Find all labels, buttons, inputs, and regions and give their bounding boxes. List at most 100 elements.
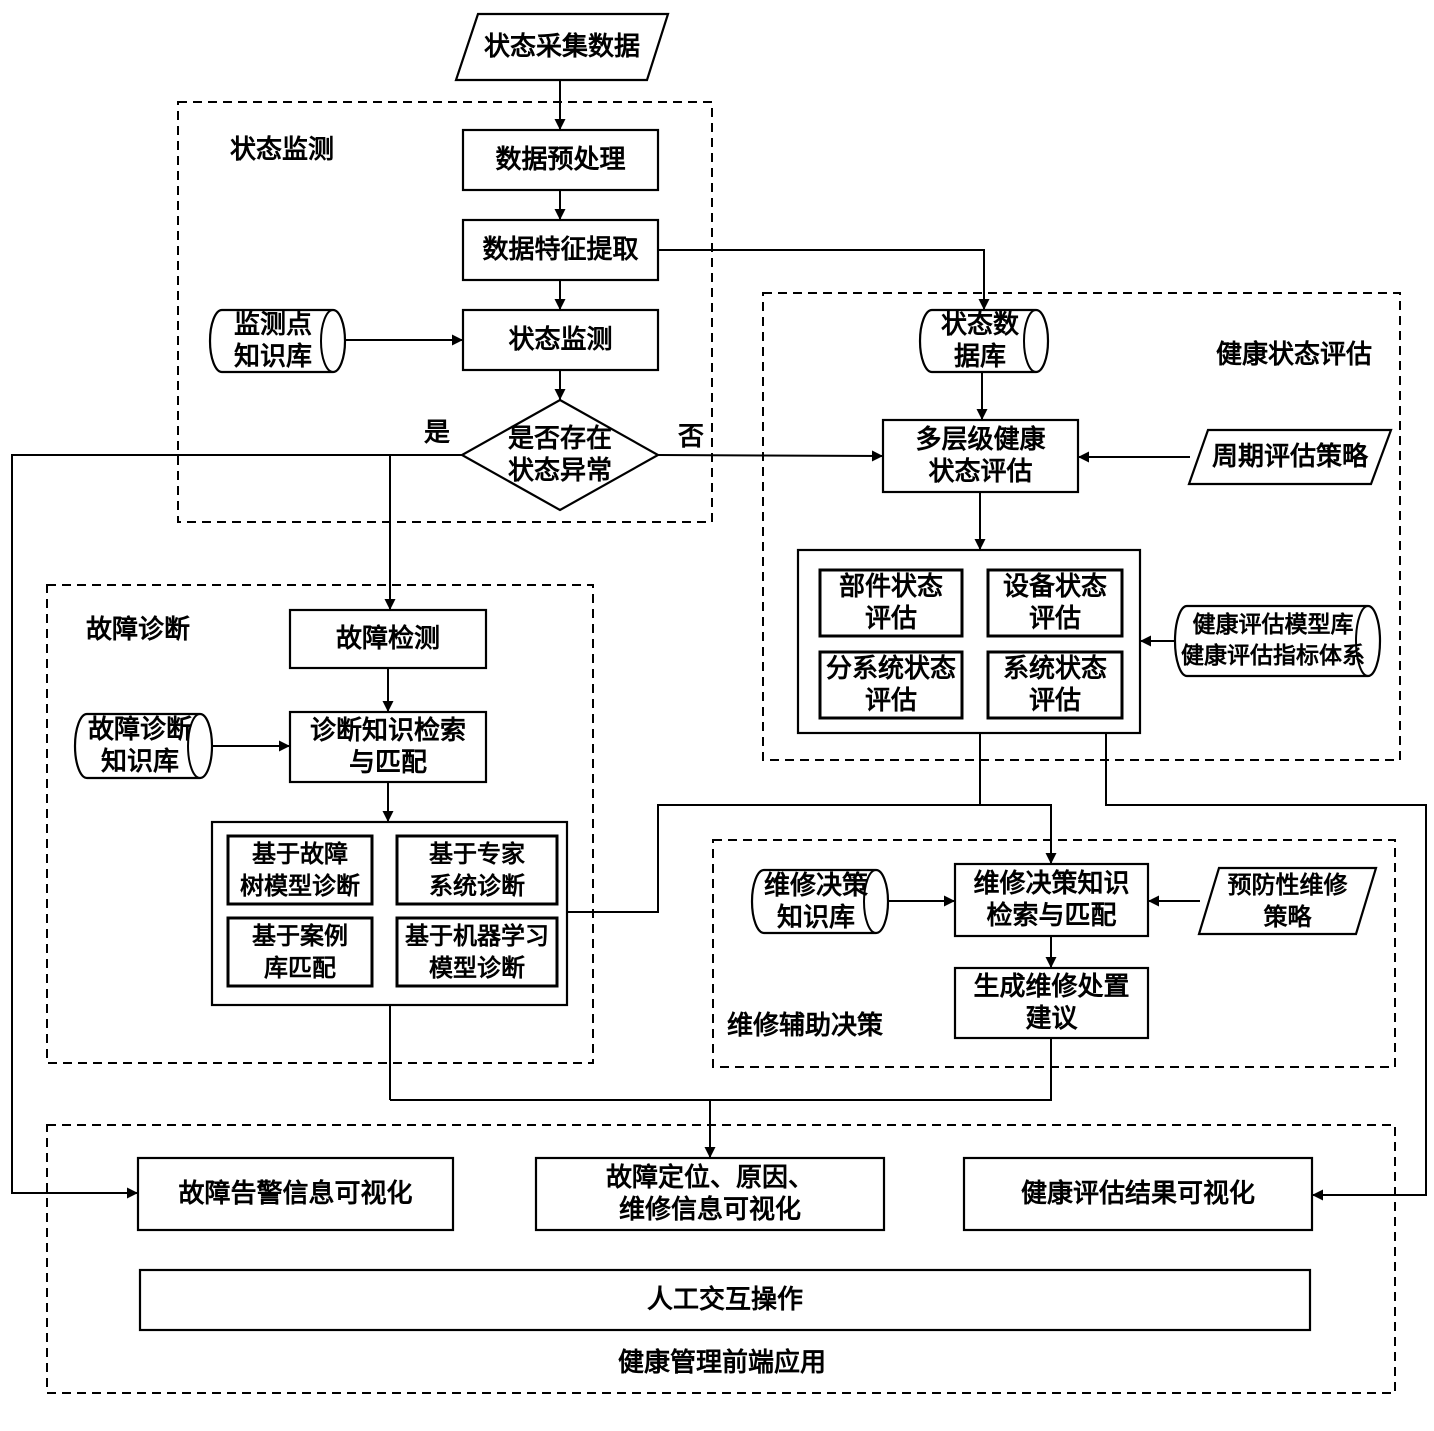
input-data-shape bbox=[454, 12, 670, 82]
fault-detection-box bbox=[288, 608, 488, 670]
label-line: 设备状态 bbox=[1002, 572, 1107, 602]
suggestion-label: 生成维修处置 建议 bbox=[955, 968, 1148, 1038]
preventive-strategy-label: 预防性维修 策略 bbox=[1199, 868, 1376, 934]
feature-extraction-box bbox=[461, 218, 660, 282]
label-line: 据库 bbox=[953, 342, 1006, 372]
level-subsystem-label: 分系统状态 评估 bbox=[820, 652, 962, 718]
fault-diagnosis-region bbox=[46, 584, 594, 1064]
fault-kb-cylinder bbox=[73, 712, 214, 780]
state-monitoring-region bbox=[177, 101, 713, 523]
label-line: 基于故障 bbox=[252, 840, 348, 868]
label-line: 与匹配 bbox=[348, 748, 427, 778]
label-line: 预防性维修 bbox=[1227, 871, 1348, 899]
label-line: 健康评估指标体系 bbox=[1181, 643, 1365, 669]
level-component-label: 部件状态 评估 bbox=[820, 570, 962, 636]
decision-diamond bbox=[459, 398, 661, 512]
label-line: 检索与匹配 bbox=[986, 901, 1117, 931]
suggestion-box bbox=[953, 966, 1150, 1040]
label-line: 库匹配 bbox=[264, 954, 336, 982]
label-line: 评估 bbox=[864, 686, 917, 716]
level-box-system bbox=[986, 650, 1124, 720]
method-box-expert bbox=[395, 834, 559, 906]
frontend-title: 健康管理前端应用 bbox=[500, 1346, 944, 1380]
label-line: 树模型诊断 bbox=[240, 872, 360, 900]
label-line: 基于机器学习 bbox=[405, 922, 549, 950]
model-lib-cylinder bbox=[1173, 604, 1382, 678]
health-assessment-region bbox=[762, 292, 1401, 761]
label-line: 部件状态 bbox=[838, 572, 943, 602]
periodic-strategy-label: 周期评估策略 bbox=[1189, 430, 1391, 484]
label-line: 评估 bbox=[1028, 604, 1081, 634]
multi-level-label: 多层级健康 状态评估 bbox=[883, 420, 1078, 492]
health-result-label: 健康评估结果可视化 bbox=[964, 1158, 1312, 1230]
method-fault-tree-label: 基于故障 树模型诊断 bbox=[228, 836, 372, 904]
interaction-label: 人工交互操作 bbox=[140, 1270, 1310, 1330]
label-line: 状态评估 bbox=[928, 457, 1033, 487]
level-box-component bbox=[818, 568, 964, 638]
fault-alarm-text: 故障告警信息可视化 bbox=[178, 1179, 413, 1209]
feature-extraction-text: 数据特征提取 bbox=[482, 235, 639, 265]
line-suggestion-to-merge bbox=[390, 1038, 1052, 1101]
label-line: 是否存在 bbox=[507, 424, 612, 454]
label-line: 生成维修处置 bbox=[973, 972, 1130, 1002]
decision-label: 是否存在 状态异常 bbox=[462, 400, 658, 510]
label-line: 诊断知识检索 bbox=[309, 716, 466, 746]
arrow-no-to-multi-level bbox=[657, 450, 884, 462]
level-box-subsystem bbox=[818, 650, 964, 720]
label-line: 多层级健康 bbox=[915, 425, 1046, 455]
label-line: 模型诊断 bbox=[429, 954, 525, 982]
preprocess-box bbox=[461, 128, 660, 192]
level-equipment-label: 设备状态 评估 bbox=[988, 570, 1122, 636]
state-db-label: 状态数 据库 bbox=[920, 310, 1040, 372]
interaction-box bbox=[138, 1268, 1312, 1332]
maint-retrieval-box bbox=[953, 862, 1150, 938]
label-line: 基于专家 bbox=[429, 840, 525, 868]
maint-kb-label: 维修决策 知识库 bbox=[752, 870, 880, 933]
state-monitor-box bbox=[461, 308, 660, 372]
health-assessment-title: 健康状态评估 bbox=[1216, 340, 1373, 370]
fault-detection-label: 故障检测 bbox=[290, 610, 486, 668]
fault-kb-label: 故障诊断 知识库 bbox=[75, 714, 205, 778]
label-line: 维修决策 bbox=[763, 870, 868, 901]
arrow-methods-to-maint-retrieval bbox=[567, 804, 1057, 913]
label-line: 健康评估模型库 bbox=[1192, 612, 1354, 638]
frontend-title-text: 健康管理前端应用 bbox=[617, 1348, 826, 1378]
label-line: 维修决策知识 bbox=[973, 869, 1130, 899]
fault-alarm-label: 故障告警信息可视化 bbox=[138, 1158, 453, 1230]
input-data-label: 状态采集数据 bbox=[456, 14, 668, 80]
fault-alarm-box bbox=[136, 1156, 455, 1232]
maintenance-decision-title: 维修辅助决策 bbox=[727, 1011, 884, 1041]
label-line: 基于案例 bbox=[252, 922, 348, 950]
label-line: 状态数 bbox=[940, 310, 1019, 340]
maintenance-decision-region bbox=[712, 839, 1396, 1068]
label-line: 知识库 bbox=[233, 342, 312, 372]
feature-extraction-label: 数据特征提取 bbox=[463, 220, 658, 280]
label-line: 故障定位、原因、 bbox=[605, 1163, 814, 1193]
fault-diagnosis-title: 故障诊断 bbox=[86, 615, 191, 645]
label-line: 故障诊断 bbox=[87, 715, 192, 745]
preprocess-label: 数据预处理 bbox=[463, 130, 658, 190]
method-case-label: 基于案例 库匹配 bbox=[228, 918, 372, 986]
fault-retrieval-box bbox=[288, 710, 488, 784]
health-result-box bbox=[962, 1156, 1314, 1232]
arrow-feature-to-state-db bbox=[658, 249, 990, 310]
state-monitor-label: 状态监测 bbox=[463, 310, 658, 370]
state-monitor-text: 状态监测 bbox=[508, 325, 613, 355]
no-label: 否 bbox=[678, 422, 705, 452]
frontend-region bbox=[46, 1124, 1396, 1394]
label-line: 监测点 bbox=[233, 310, 312, 340]
multi-level-box bbox=[881, 418, 1080, 494]
label-line: 状态异常 bbox=[507, 456, 612, 486]
label-line: 知识库 bbox=[100, 747, 179, 777]
preventive-strategy-shape bbox=[1197, 866, 1378, 936]
preprocess-text: 数据预处理 bbox=[495, 145, 626, 175]
fault-detection-text: 故障检测 bbox=[335, 624, 440, 654]
fault-info-box bbox=[534, 1156, 886, 1232]
level-system-label: 系统状态 评估 bbox=[988, 652, 1122, 718]
method-ml-label: 基于机器学习 模型诊断 bbox=[397, 918, 557, 986]
label-line: 知识库 bbox=[776, 902, 855, 933]
maint-retrieval-label: 维修决策知识 检索与匹配 bbox=[955, 864, 1148, 936]
input-data-text: 状态采集数据 bbox=[483, 32, 640, 62]
